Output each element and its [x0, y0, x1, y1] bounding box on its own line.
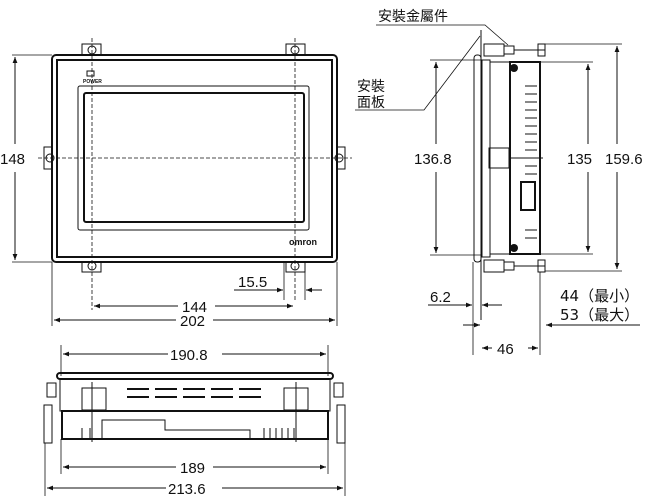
dim-159-6: 159.6 — [605, 151, 643, 168]
side-view: 安裝金屬件 安裝 面板 136.8 135 159.6 6.2 44（最小） 5… — [355, 9, 643, 358]
cooling-fins — [525, 85, 537, 239]
side-brackets — [483, 43, 546, 273]
dim-213-6: 213.6 — [168, 481, 206, 498]
omron-logo: omron — [289, 237, 317, 247]
dim-depth-min: 44（最小） — [560, 287, 639, 305]
bottom-body — [61, 410, 329, 440]
screen-bezel — [77, 85, 310, 231]
dim-15-5: 15.5 — [238, 274, 267, 291]
bottom-view: 190.8 189 213.6 — [43, 345, 346, 498]
dim-202: 202 — [180, 313, 205, 330]
front-bezel — [51, 54, 338, 263]
dim-135: 135 — [567, 151, 592, 168]
connector — [520, 181, 536, 211]
power-label: POWER — [83, 79, 102, 85]
dim-189: 189 — [180, 460, 205, 477]
dim-148: 148 — [0, 151, 25, 168]
touch-screen — [83, 92, 305, 223]
dim-depth-max: 53（最大） — [560, 306, 639, 324]
dim-190-8: 190.8 — [170, 347, 208, 364]
dim-6-2: 6.2 — [430, 289, 451, 306]
bottom-bezel — [56, 372, 334, 380]
side-bezel — [473, 54, 482, 263]
power-led — [86, 70, 95, 77]
mounting-brackets — [38, 38, 352, 310]
bottom-brackets — [43, 382, 346, 444]
label-panel-line2: 面板 — [357, 95, 385, 111]
front-frame — [56, 59, 333, 258]
front-view: POWER omron 148 15.5 144 202 — [0, 38, 352, 330]
label-panel-line1: 安裝 — [357, 79, 385, 95]
dim-136-8: 136.8 — [414, 151, 452, 168]
vent-slots — [127, 388, 261, 398]
dim-46: 46 — [497, 341, 514, 358]
label-mounting-bracket: 安裝金屬件 — [378, 9, 448, 25]
dim-144: 144 — [182, 299, 207, 316]
